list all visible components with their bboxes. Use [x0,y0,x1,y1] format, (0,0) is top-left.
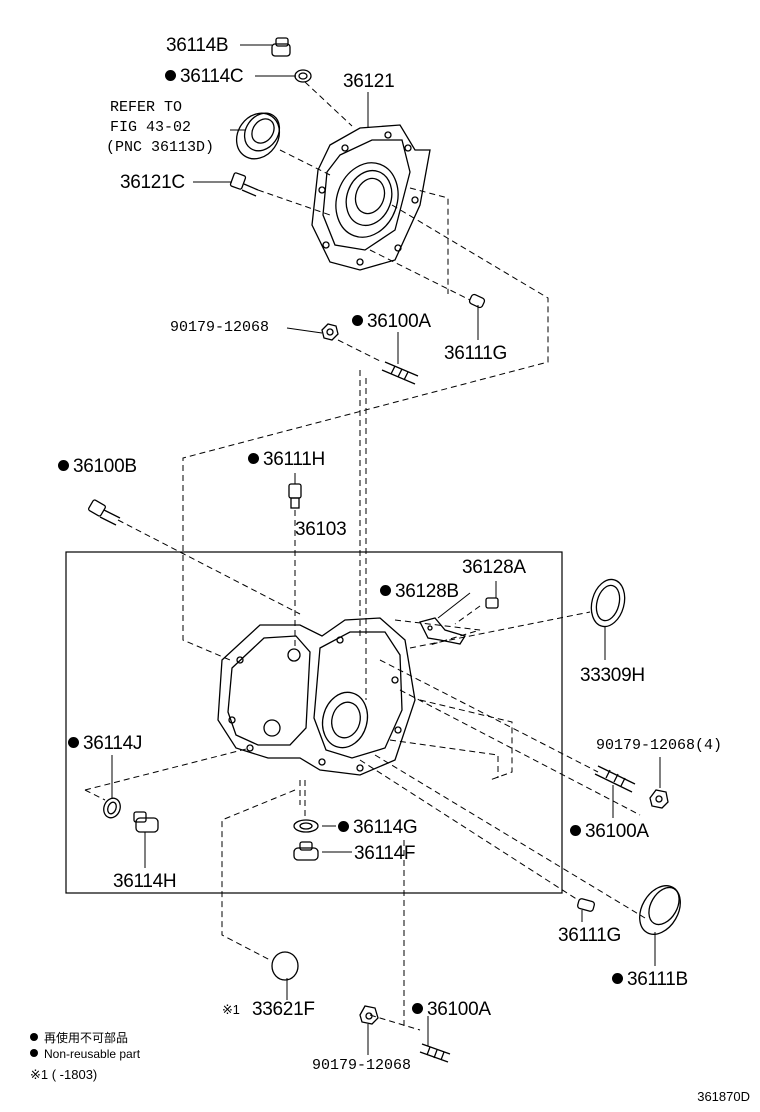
nut-90179-bottom [359,1005,379,1025]
label-36114C[interactable]: 36114C [165,67,244,86]
plug-33621F [271,951,299,981]
refer-to-line1: REFER TO [110,99,183,116]
label-33621F[interactable]: 33621F [252,999,315,1020]
bolt-36100B [88,499,121,526]
label-36111G-bottom[interactable]: 36111G [558,925,621,946]
gasket-36114J [103,797,121,819]
pin-36111G-top [468,293,486,309]
sensor-36111H [288,483,302,509]
label-36100A-mid[interactable]: 36100A [570,822,649,841]
legend-non-reusable-en: Non-reusable part [30,1048,140,1060]
label-36111H[interactable]: 36111H [248,450,325,469]
label-36111B[interactable]: 36111B [612,970,688,989]
diagram-code: 361870D [697,1089,750,1104]
plug-36114B [271,37,291,57]
leader-lines [111,44,661,1055]
bracket-36128B [419,617,467,645]
note-mark-1: ※1 [222,1002,240,1017]
legend-non-reusable-jp: 再使用不可部品 [30,1032,128,1044]
label-36111G-top[interactable]: 36111G [444,343,507,364]
bolt-36121C [229,172,259,197]
seal-36111B [639,885,681,935]
label-36114B[interactable]: 36114B [166,35,229,56]
case-36103 [217,617,416,776]
label-90179-top[interactable]: 90179-12068 [170,319,270,336]
bullet-icon [30,1049,38,1057]
label-36128A[interactable]: 36128A [462,557,526,578]
label-36114G[interactable]: 36114G [338,818,418,837]
label-90179-bottom[interactable]: 90179-12068 [312,1057,412,1074]
label-36114J[interactable]: 36114J [68,734,142,753]
gasket-36114G [293,819,319,833]
gasket-36114C [294,69,312,83]
label-36100A-top[interactable]: 36100A [352,312,431,331]
stud-36100A-top [381,361,419,385]
assembly-box [65,551,563,894]
oil-seal-refer [235,112,281,160]
plug-36114F [293,841,319,861]
label-36114F[interactable]: 36114F [354,843,416,864]
legend-note-1: ※1 ( -1803) [30,1067,98,1082]
refer-to-line2: FIG 43-02 [110,119,192,136]
nut-90179-mid [649,789,669,809]
cover-36121 [311,124,431,271]
label-36114H[interactable]: 36114H [113,871,177,892]
nut-90179-top [321,323,339,341]
plug-36114H [133,811,159,833]
label-36100A-bottom[interactable]: 36100A [412,1000,491,1019]
seal-33309H [590,578,626,628]
label-36100B[interactable]: 36100B [58,457,137,476]
bullet-icon [30,1033,38,1041]
label-36103[interactable]: 36103 [295,519,347,540]
label-36128B[interactable]: 36128B [380,582,459,601]
label-90179-12068-4[interactable]: 90179-12068(4) [596,737,723,754]
bolt-36128A [485,597,499,609]
label-36121[interactable]: 36121 [343,71,395,92]
label-33309H[interactable]: 33309H [580,665,645,686]
stud-36100A-mid [594,765,636,793]
label-36121C[interactable]: 36121C [120,172,185,193]
refer-to-line3[interactable]: (PNC 36113D) [106,139,215,156]
pin-36111G-bottom [577,898,595,912]
stud-36100A-bottom [419,1043,451,1063]
